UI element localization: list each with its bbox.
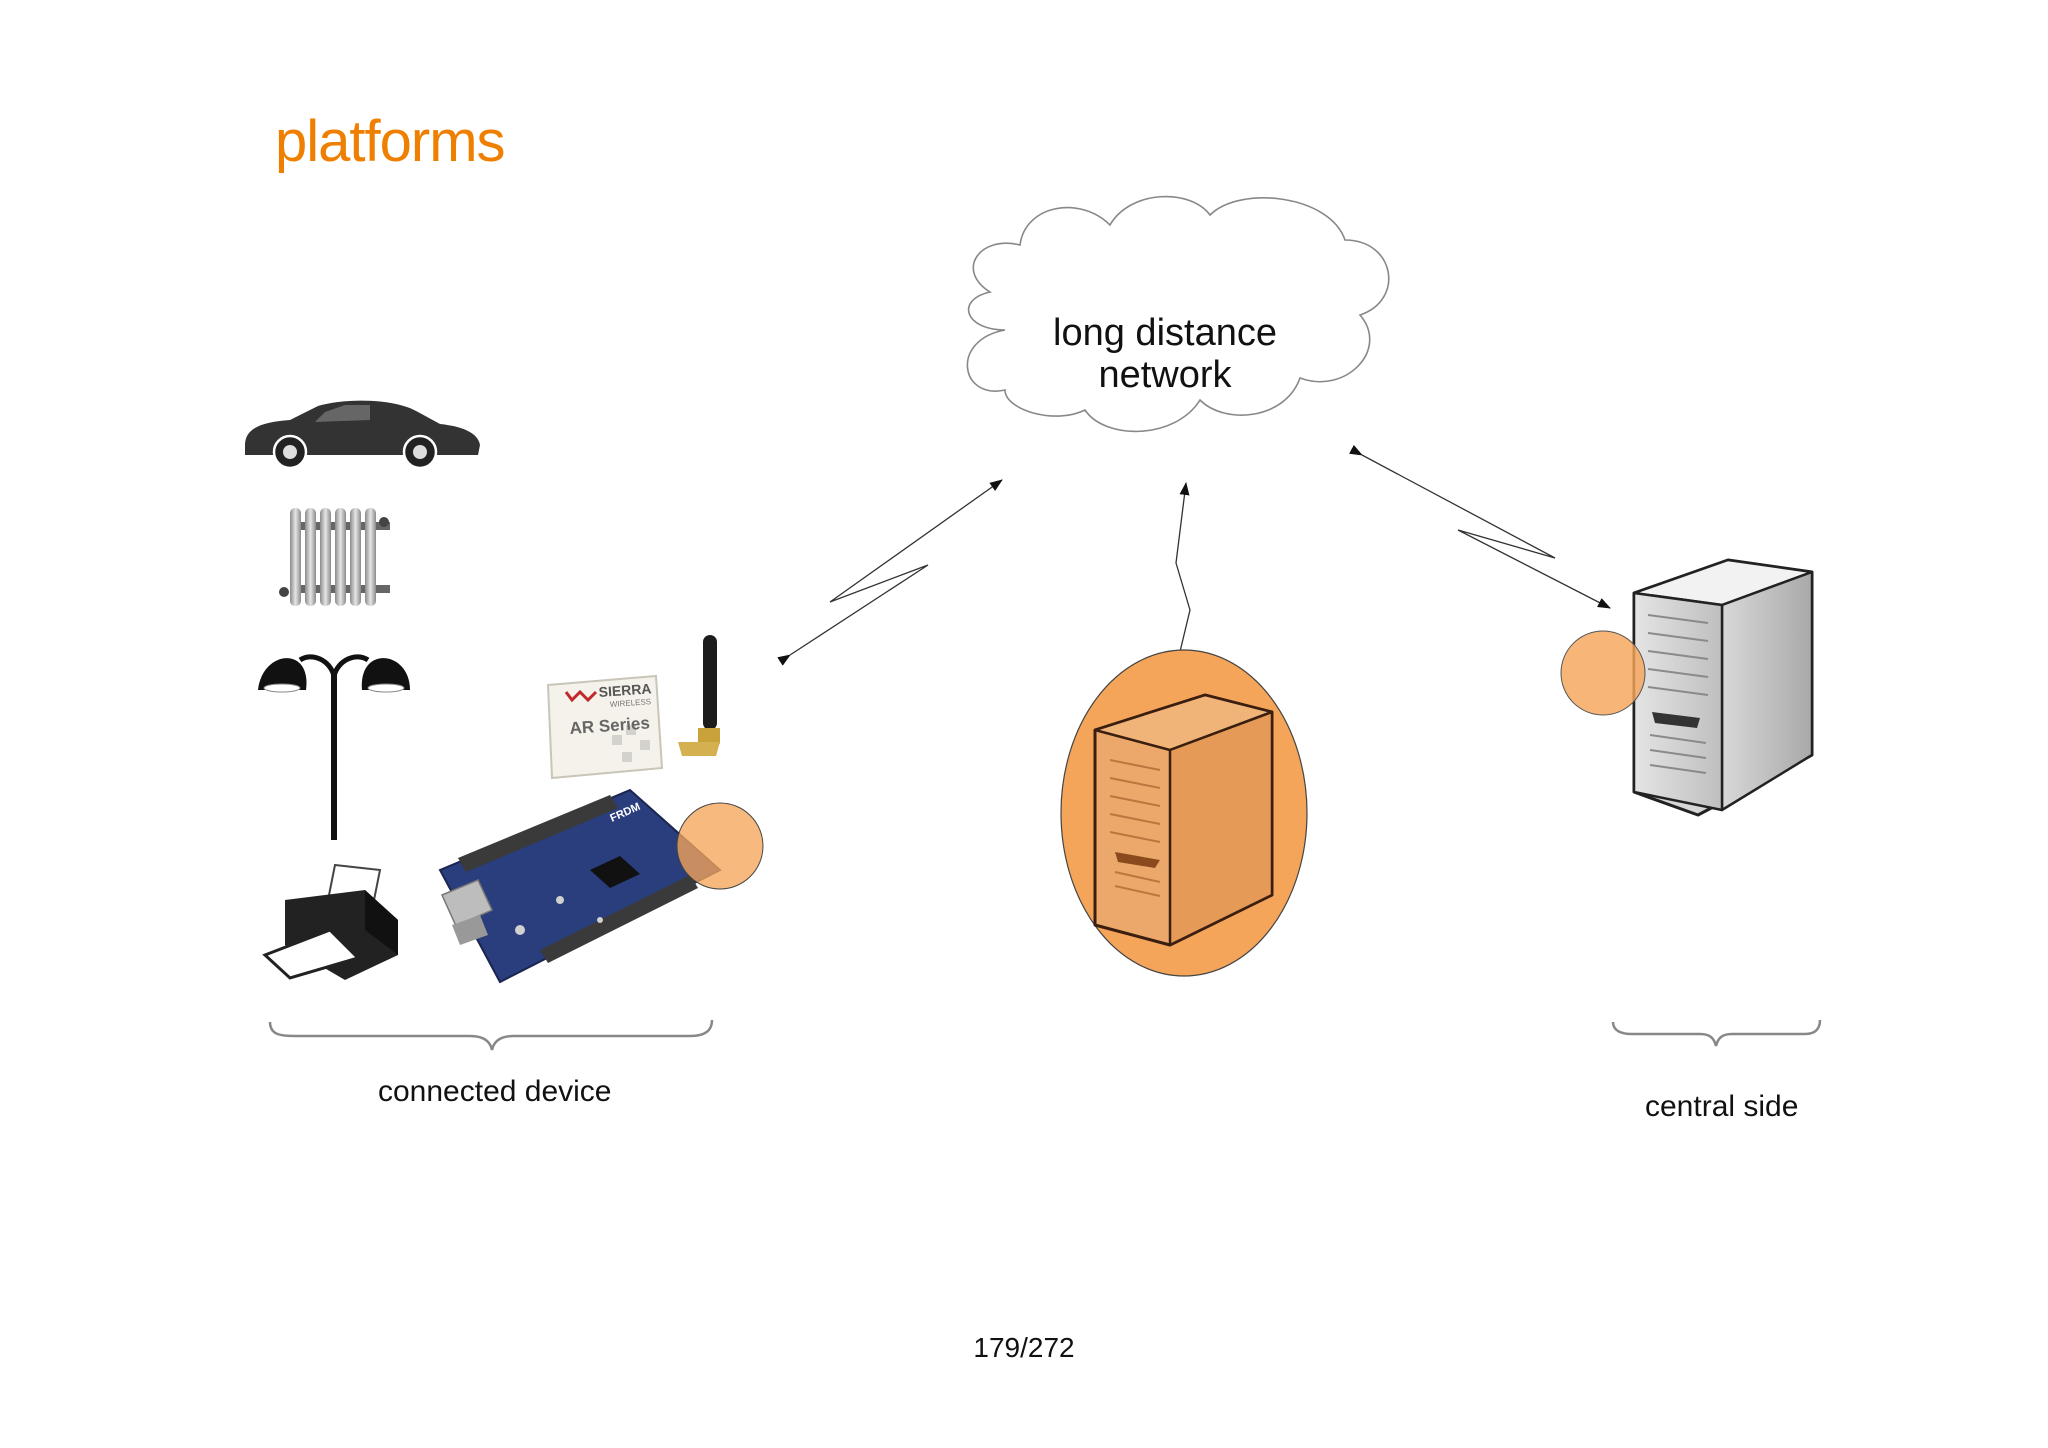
- sierra-module: SIERRA WIRELESS AR Series: [546, 674, 664, 780]
- cloud-label-line1: long distance: [1053, 312, 1277, 354]
- printer-icon: [262, 863, 398, 980]
- car-icon: [245, 400, 480, 470]
- brace-connected-device: [268, 1019, 714, 1051]
- radiator-icon: [279, 508, 390, 606]
- connected-device-label: connected device: [378, 1075, 612, 1108]
- cloud-label-line2: network: [1098, 354, 1232, 396]
- slide-title: platforms: [275, 109, 506, 174]
- link-device-to-cloud: [777, 479, 1003, 666]
- brace-central-side: [1611, 1019, 1822, 1047]
- dev-board: FRDM: [438, 788, 722, 984]
- module-brand: SIERRA: [598, 680, 652, 700]
- link-cloud-to-central: [1349, 444, 1611, 609]
- device-highlight: [676, 802, 764, 890]
- cloud-label: long distance network: [1000, 312, 1330, 396]
- central-server: [1632, 558, 1814, 817]
- link-gateway-to-cloud: [1170, 482, 1191, 673]
- page-number: 179/272: [973, 1332, 1075, 1363]
- cloud-network: [966, 195, 1390, 433]
- street-lamp-icon: [258, 654, 410, 840]
- antenna-icon: [678, 635, 720, 756]
- gateway-server: [1060, 649, 1308, 977]
- central-side-label: central side: [1645, 1090, 1799, 1123]
- central-highlight: [1560, 630, 1646, 716]
- module-brand-sub: WIRELESS: [610, 697, 652, 709]
